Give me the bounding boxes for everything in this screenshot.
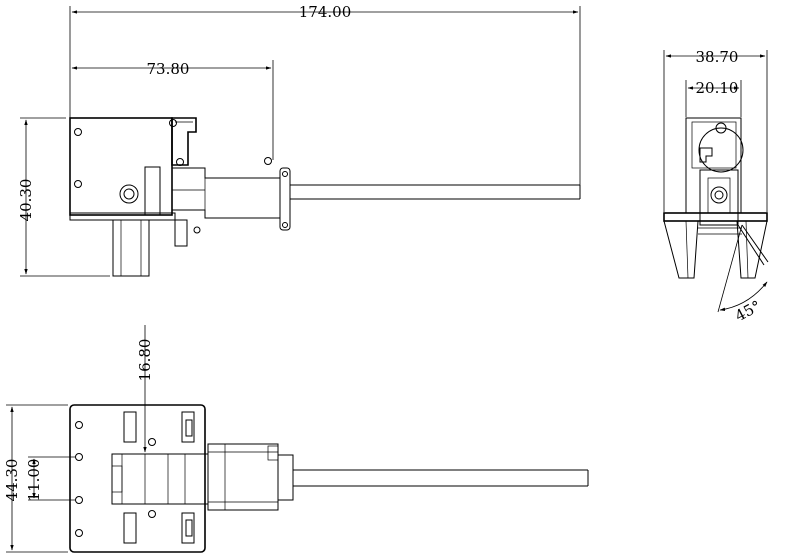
gear-icon: [119, 184, 139, 204]
dim-end-width: 38.70: [696, 48, 739, 66]
dim-bracket-length: 73.80: [147, 60, 190, 78]
gear-icon: [710, 186, 728, 204]
hole-icon: [75, 453, 83, 461]
dim-top-offset: 16.80: [136, 339, 154, 382]
side-tab: [174, 219, 188, 247]
top-plate: [69, 404, 206, 553]
screw-icon: [74, 180, 82, 188]
end-lower-block: [699, 169, 739, 226]
top-gearbox: [111, 453, 209, 505]
screw-icon: [264, 157, 272, 165]
side-gearbox: [144, 166, 161, 216]
screw-icon: [148, 510, 156, 518]
screw-icon: [74, 128, 82, 136]
side-bracket-body: [69, 117, 173, 216]
dim-side-height: 40.30: [17, 179, 35, 222]
dim-angle: 45°: [732, 297, 764, 325]
hole-icon: [75, 496, 83, 504]
top-end-plate: [277, 454, 294, 501]
end-base-plate: [663, 212, 768, 222]
dim-overall-length: 174.00: [299, 3, 352, 21]
dim-hole-spacing: 11.00: [25, 459, 43, 502]
side-motor: [171, 167, 281, 219]
side-end-plate: [279, 167, 291, 231]
side-base-plate: [69, 212, 176, 221]
end-housing: [685, 117, 742, 214]
dim-plan-width: 44.30: [3, 459, 21, 502]
end-left-leg: [663, 220, 699, 279]
side-view: 174.00 73.80 40.30: [17, 3, 581, 277]
end-motor-circle: [698, 127, 744, 173]
top-view: 16.80 44.30 11.00: [3, 325, 589, 553]
screw-icon: [169, 119, 177, 127]
side-flange: [171, 117, 197, 166]
dim-end-inner-width: 20.10: [696, 79, 739, 97]
side-connector: [112, 219, 150, 277]
screw-icon: [176, 158, 184, 166]
end-view: 38.70 20.10 45°: [663, 48, 769, 325]
screw-icon: [148, 438, 156, 446]
top-motor: [207, 443, 279, 511]
